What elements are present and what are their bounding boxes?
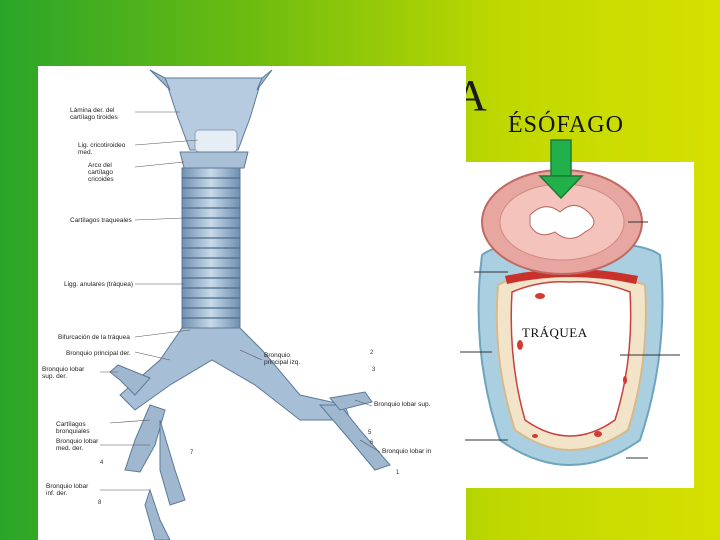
figure-number: 2 (370, 350, 374, 356)
esophagus-lumen (529, 205, 595, 239)
label-bronquio-lobar-med-der: Bronquio lobar med. der. (56, 438, 99, 452)
traquea-label: TRÁQUEA (522, 325, 588, 340)
figure-number: 8 (98, 500, 102, 506)
trachea-figure-panel (38, 66, 466, 540)
label-bronquio-lobar-inf-der: Bronquio lobar inf. der. (46, 483, 89, 497)
label-lig-cricotiroideo: Lig. cricotiroideo med. (78, 142, 126, 156)
label-bronquio-principal-izq: Bronquio principal izq. (264, 352, 301, 366)
label-bronquio-lobar-sup-der: Bronquio lobar sup. der. (42, 366, 85, 380)
label-ligg-anulares: Ligg. anulares (tráquea) (64, 281, 134, 288)
label-bronquio-principal-der: Bronquio principal der. (66, 350, 131, 357)
figure-number: 5 (368, 430, 372, 436)
label-lamina-tiroides: Lámina der. del cartílago tiroides (70, 107, 118, 121)
esofago-label: ÉSÓFAGO (508, 112, 624, 138)
figure-number: 3 (372, 367, 376, 373)
tracheal-rings (181, 167, 241, 329)
main-bronchi (119, 327, 351, 421)
label-cartilagos-bronquiales: Cartílagos bronquiales (56, 421, 90, 435)
figure-number: 1 (396, 470, 400, 476)
figure-number: 4 (100, 460, 104, 466)
arrow-down-icon (538, 139, 584, 200)
trachea-lumen (510, 280, 632, 437)
figure-number: 7 (190, 450, 194, 456)
label-bronquio-lobar-sup-izq: Bronquio lobar sup. (374, 401, 431, 408)
label-cartilagos-traqueales: Cartílagos traqueales (70, 217, 132, 224)
cricoid-arch (179, 151, 249, 169)
label-arco-cricoides: Arco del cartílago cricoides (88, 162, 114, 183)
glands (517, 293, 627, 438)
label-bifurcacion: Bifurcación de la tráquea (58, 334, 130, 341)
figure-number: 6 (370, 440, 374, 446)
label-bronquio-lobar-inf-izq: Bronquio lobar in (382, 448, 432, 455)
